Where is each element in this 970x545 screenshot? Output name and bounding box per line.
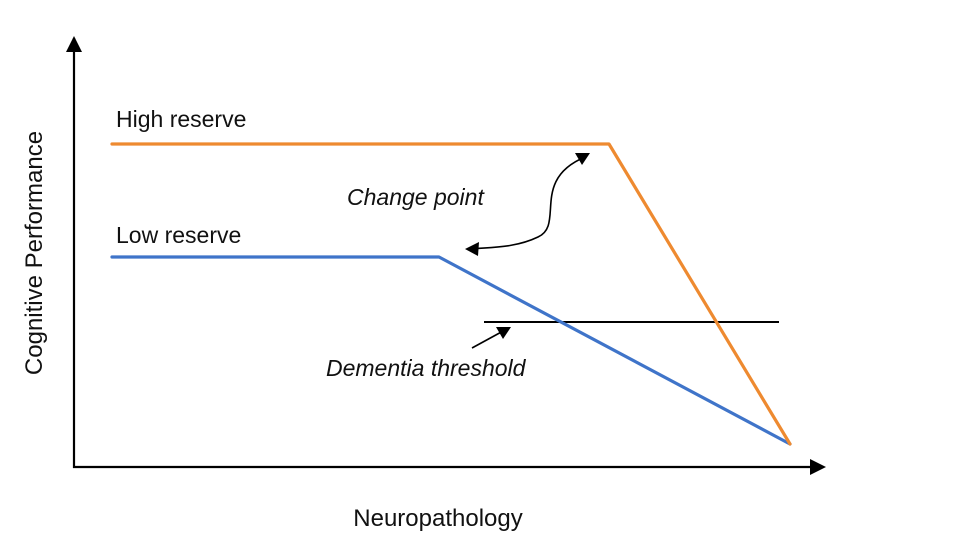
low-reserve-label: Low reserve — [116, 222, 241, 248]
high-reserve-label: High reserve — [116, 106, 246, 132]
high-reserve-curve — [110, 142, 792, 446]
change-point-arrowhead-bottom — [465, 242, 479, 256]
change-point-arrow — [469, 156, 586, 250]
dementia-threshold-pointer-head — [496, 327, 511, 339]
y-axis-arrowhead — [66, 36, 82, 52]
x-axis-arrowhead — [810, 459, 826, 475]
y-axis-label: Cognitive Performance — [21, 131, 48, 375]
change-point-arrowhead-top — [575, 153, 590, 165]
x-axis-label: Neuropathology — [353, 505, 522, 532]
dementia-threshold-label: Dementia threshold — [326, 355, 527, 381]
change-point-label: Change point — [347, 184, 485, 210]
axes — [66, 36, 826, 475]
low-reserve-curve — [110, 255, 792, 446]
